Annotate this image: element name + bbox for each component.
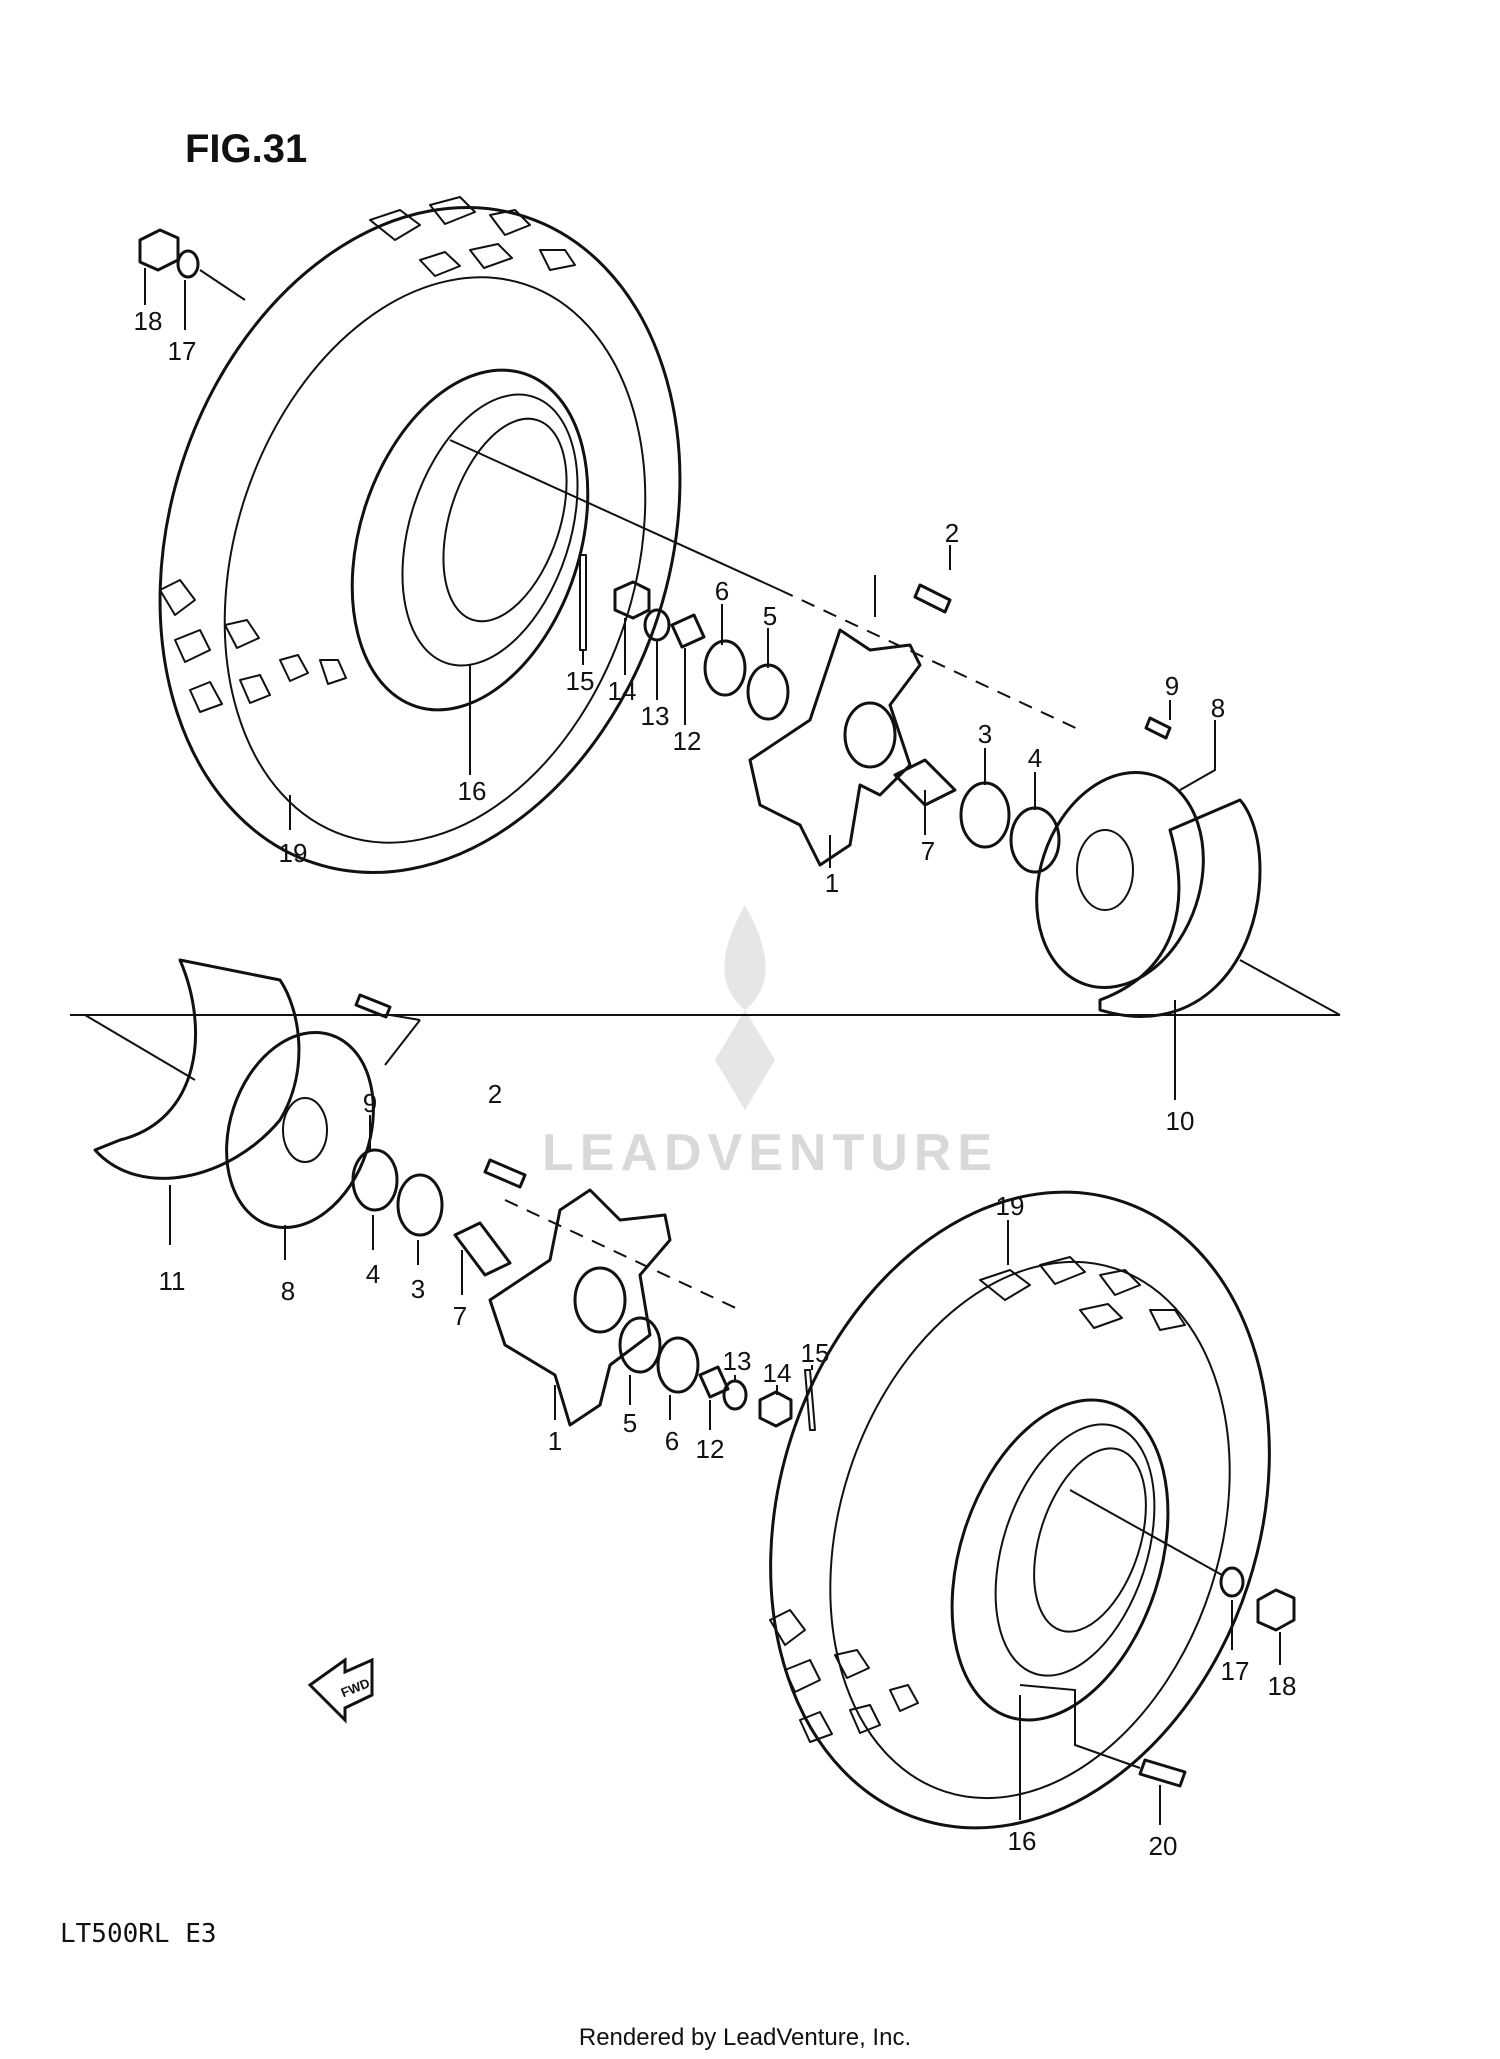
callout-18-upper: 18	[134, 306, 163, 336]
disc-guard-lower	[93, 958, 301, 1180]
callout-19-upper: 19	[279, 838, 308, 868]
leadventure-watermark: LEADVENTURE	[542, 905, 998, 1182]
lug-nut-upper	[138, 228, 180, 272]
bearing-5-lower	[618, 1316, 662, 1374]
figure-title: FIG.31	[185, 127, 307, 171]
rendered-by-footer: Rendered by LeadVenture, Inc.	[579, 2024, 911, 2051]
bolt-2-upper	[913, 583, 952, 614]
model-code: LT500RL E3	[60, 1919, 217, 1949]
valve-stem-lower	[1138, 1758, 1187, 1788]
callout-6-lower: 6	[665, 1426, 679, 1456]
callout-18-lower: 18	[1268, 1671, 1297, 1701]
callout-15-upper: 15	[566, 666, 595, 696]
rim-upper	[350, 368, 590, 712]
callout-8-lower: 8	[281, 1276, 295, 1306]
washer-upper	[176, 249, 200, 279]
upper-callouts: 18 17 19 16 15 14 13 12 6 5 2 1 7 3 4 9 …	[134, 306, 1226, 1136]
fwd-arrow-icon: FWD	[307, 1657, 374, 1724]
callout-16-upper: 16	[458, 776, 487, 806]
callout-3-upper: 3	[978, 719, 992, 749]
hub-lower	[488, 1188, 672, 1427]
washer-17-lower	[1219, 1566, 1245, 1598]
callout-3-lower: 3	[411, 1274, 425, 1304]
callout-9-lower: 9	[363, 1088, 377, 1118]
castle-nut-upper	[613, 580, 651, 620]
callout-13-upper: 13	[641, 701, 670, 731]
spacer-7-lower	[453, 1221, 512, 1277]
bearing-6-lower	[656, 1336, 700, 1394]
callout-20-lower: 20	[1149, 1831, 1178, 1861]
cotter-pin-upper	[579, 554, 587, 651]
callout-16-lower: 16	[1008, 1826, 1037, 1856]
callout-2-upper: 2	[945, 518, 959, 548]
washer-13-upper	[643, 608, 671, 642]
callout-10-upper: 10	[1166, 1106, 1195, 1136]
callout-14-upper: 14	[608, 676, 637, 706]
callout-17-upper: 17	[168, 336, 197, 366]
callout-11-lower: 11	[159, 1266, 186, 1296]
cotter-pin-lower	[804, 1369, 816, 1431]
spacer-12-lower	[698, 1365, 730, 1399]
callout-14-lower: 14	[763, 1358, 792, 1388]
callout-15-lower: 15	[801, 1338, 830, 1368]
callout-19-lower: 19	[996, 1191, 1025, 1221]
bearing-4-lower	[351, 1148, 399, 1212]
washer-13-lower	[722, 1379, 748, 1411]
watermark-flame-icon	[715, 905, 775, 1110]
watermark-brand: LEADVENTURE	[542, 1124, 998, 1182]
callout-9-upper: 9	[1165, 671, 1179, 701]
callout-6-upper: 6	[715, 576, 729, 606]
lug-nut-lower	[1256, 1588, 1296, 1632]
bearing-3-upper	[959, 781, 1011, 849]
castle-nut-lower	[758, 1390, 793, 1428]
bearing-4-upper	[1009, 806, 1061, 874]
spacer-7-upper	[893, 758, 957, 807]
spacer-upper	[670, 613, 706, 649]
callout-5-upper: 5	[763, 601, 777, 631]
callout-1-upper: 1	[825, 868, 839, 898]
bearing-5-upper	[746, 663, 790, 721]
rim-lower	[950, 1398, 1170, 1722]
bolt-9-upper	[1144, 716, 1172, 740]
lower-right-assembly	[93, 958, 1296, 1830]
lower-callouts: 9 11 8 4 3 2 7 1 5 6 12 13 14 15 19 17 1…	[159, 1079, 1297, 1861]
upper-left-assembly	[138, 196, 1262, 1100]
callout-5-lower: 5	[623, 1408, 637, 1438]
hub-upper	[748, 628, 922, 867]
callout-7-upper: 7	[921, 836, 935, 866]
callout-4-upper: 4	[1028, 743, 1042, 773]
callout-13-lower: 13	[723, 1346, 752, 1376]
bearing-3-lower	[396, 1173, 444, 1237]
callout-8-upper: 8	[1211, 693, 1225, 723]
callout-1-lower: 1	[548, 1426, 562, 1456]
bolt-2-lower	[483, 1158, 527, 1189]
callout-4-lower: 4	[366, 1259, 380, 1289]
tire-upper	[158, 196, 682, 874]
tire-lower	[769, 1190, 1271, 1830]
brake-disc-upper	[1035, 771, 1205, 989]
callout-12-upper: 12	[673, 726, 702, 756]
bearing-6-upper	[703, 639, 747, 697]
callout-2-lower: 2	[488, 1079, 502, 1109]
disc-guard-upper	[1098, 798, 1262, 1018]
bolt-9-lower	[354, 993, 392, 1019]
callout-12-lower: 12	[696, 1434, 725, 1464]
callout-17-lower: 17	[1221, 1656, 1250, 1686]
callout-7-lower: 7	[453, 1301, 467, 1331]
